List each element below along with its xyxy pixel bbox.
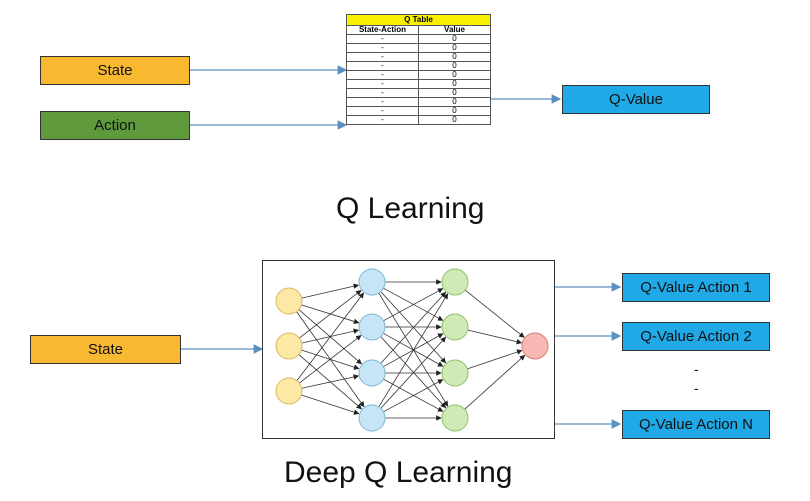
network-edges: [296, 279, 526, 421]
network-edge: [378, 293, 449, 408]
network-edge: [380, 336, 447, 409]
hidden1-node: [358, 268, 386, 296]
q-state-box: State: [40, 56, 190, 85]
q-value-label: Q-Value: [609, 91, 663, 108]
output-action-2-label: Q-Value Action 2: [640, 328, 752, 345]
dq-state-box: State: [30, 335, 181, 364]
q-table-row: -0: [346, 61, 491, 71]
q-table-body: -0-0-0-0-0-0-0-0-0-0: [346, 34, 491, 125]
network-edge: [383, 287, 444, 321]
q-state-label: State: [97, 62, 133, 79]
dq-state-label: State: [87, 341, 124, 358]
q-table-row: -0: [346, 106, 491, 116]
network-edge: [299, 335, 362, 384]
hidden2-node: [441, 313, 469, 341]
q-table-cell-value: 0: [418, 115, 491, 125]
network-edge: [464, 354, 526, 410]
hidden2-node: [441, 268, 469, 296]
network-edge: [467, 349, 523, 370]
q-action-box: Action: [40, 111, 190, 140]
q-learning-title: Q Learning: [336, 192, 485, 225]
output-node: [521, 332, 549, 360]
q-value-box: Q-Value: [562, 85, 710, 114]
q-table-row: -0: [346, 34, 491, 44]
q-table-row: -0: [346, 43, 491, 53]
q-table-row: -0: [346, 97, 491, 107]
deep-q-learning-title: Deep Q Learning: [284, 456, 513, 489]
network-edge: [301, 283, 360, 299]
network-edge: [383, 379, 444, 413]
q-table-row: -0: [346, 88, 491, 98]
network-edge: [299, 290, 362, 339]
network-edge: [380, 291, 447, 364]
hidden2-node: [441, 404, 469, 432]
q-table-row: -0: [346, 79, 491, 89]
output-action-n-label: Q-Value Action N: [639, 416, 753, 433]
hidden1-node: [358, 313, 386, 341]
q-table-row: -0: [346, 52, 491, 62]
network-edge: [380, 336, 447, 409]
q-action-label: Action: [94, 117, 136, 134]
input-node: [275, 287, 303, 315]
network-edge: [296, 292, 365, 381]
q-table-row: -0: [346, 115, 491, 125]
network-edge: [383, 378, 444, 412]
input-node: [275, 377, 303, 405]
network-edge: [298, 354, 363, 410]
network-nodes: [275, 268, 549, 432]
network-edge: [301, 394, 360, 415]
q-table-row: -0: [346, 70, 491, 80]
output-action-1-label: Q-Value Action 1: [640, 279, 752, 296]
network-edge: [383, 288, 444, 322]
network-edge: [383, 332, 444, 367]
q-table-header: Q Table: [346, 14, 491, 26]
output-action-n-box: Q-Value Action N: [622, 410, 770, 439]
hidden1-node: [358, 404, 386, 432]
output-action-1-box: Q-Value Action 1: [622, 273, 770, 302]
q-table-cell-state-action: -: [346, 115, 419, 125]
output-action-2-box: Q-Value Action 2: [622, 322, 770, 351]
hidden1-node: [358, 359, 386, 387]
network-edge: [464, 289, 525, 338]
ellipsis-dash-1: -: [694, 361, 699, 377]
ellipsis-dash-2: -: [694, 380, 699, 396]
network-edge: [467, 329, 523, 345]
q-table: Q Table State-Action Value -0-0-0-0-0-0-…: [346, 14, 491, 125]
input-node: [275, 332, 303, 360]
neural-network-frame: [262, 260, 555, 439]
network-edge: [301, 304, 360, 325]
hidden2-node: [441, 359, 469, 387]
network-edge: [301, 374, 360, 389]
